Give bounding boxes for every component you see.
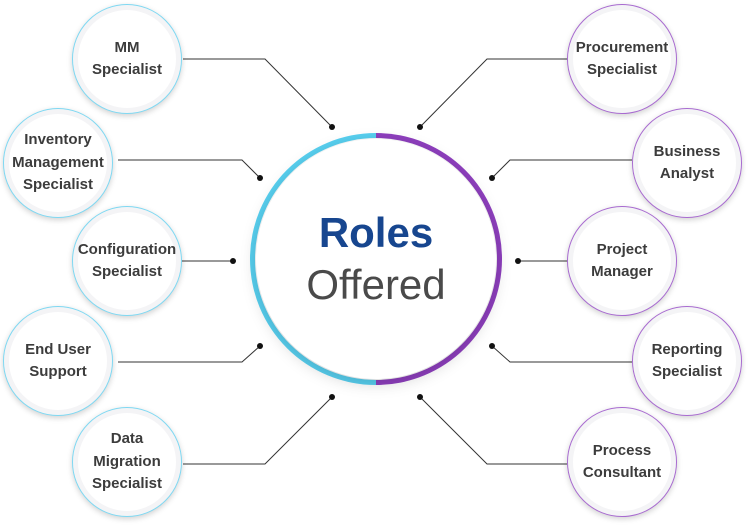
role-business-analyst: Business Analyst	[632, 108, 742, 218]
role-label: Data Migration Specialist	[91, 430, 163, 493]
center-hub: Roles Offered	[256, 139, 496, 379]
role-label: Project Manager	[591, 240, 653, 281]
role-configuration-specialist: Configuration Specialist	[72, 206, 182, 316]
role-procurement-specialist: Procurement Specialist	[567, 4, 677, 114]
role-data-migration-specialist: Data Migration Specialist	[72, 407, 182, 517]
role-label: End User Support	[25, 340, 91, 381]
role-reporting-specialist: Reporting Specialist	[632, 306, 742, 416]
center-subtitle: Offered	[306, 260, 446, 308]
role-process-consultant: Process Consultant	[567, 407, 677, 517]
role-label: Reporting Specialist	[651, 340, 723, 381]
role-label: Inventory Management Specialist	[12, 131, 104, 194]
role-project-manager: Project Manager	[567, 206, 677, 316]
role-label: Procurement Specialist	[575, 38, 669, 79]
role-end-user-support: End User Support	[3, 306, 113, 416]
role-inventory-management-specialist: Inventory Management Specialist	[3, 108, 113, 218]
role-label: MM Specialist	[91, 38, 163, 79]
role-label: Configuration Specialist	[77, 240, 177, 281]
role-mm-specialist: MM Specialist	[72, 4, 182, 114]
role-label: Business Analyst	[653, 142, 721, 183]
center-title: Roles	[318, 208, 434, 256]
role-label: Process Consultant	[582, 441, 662, 482]
